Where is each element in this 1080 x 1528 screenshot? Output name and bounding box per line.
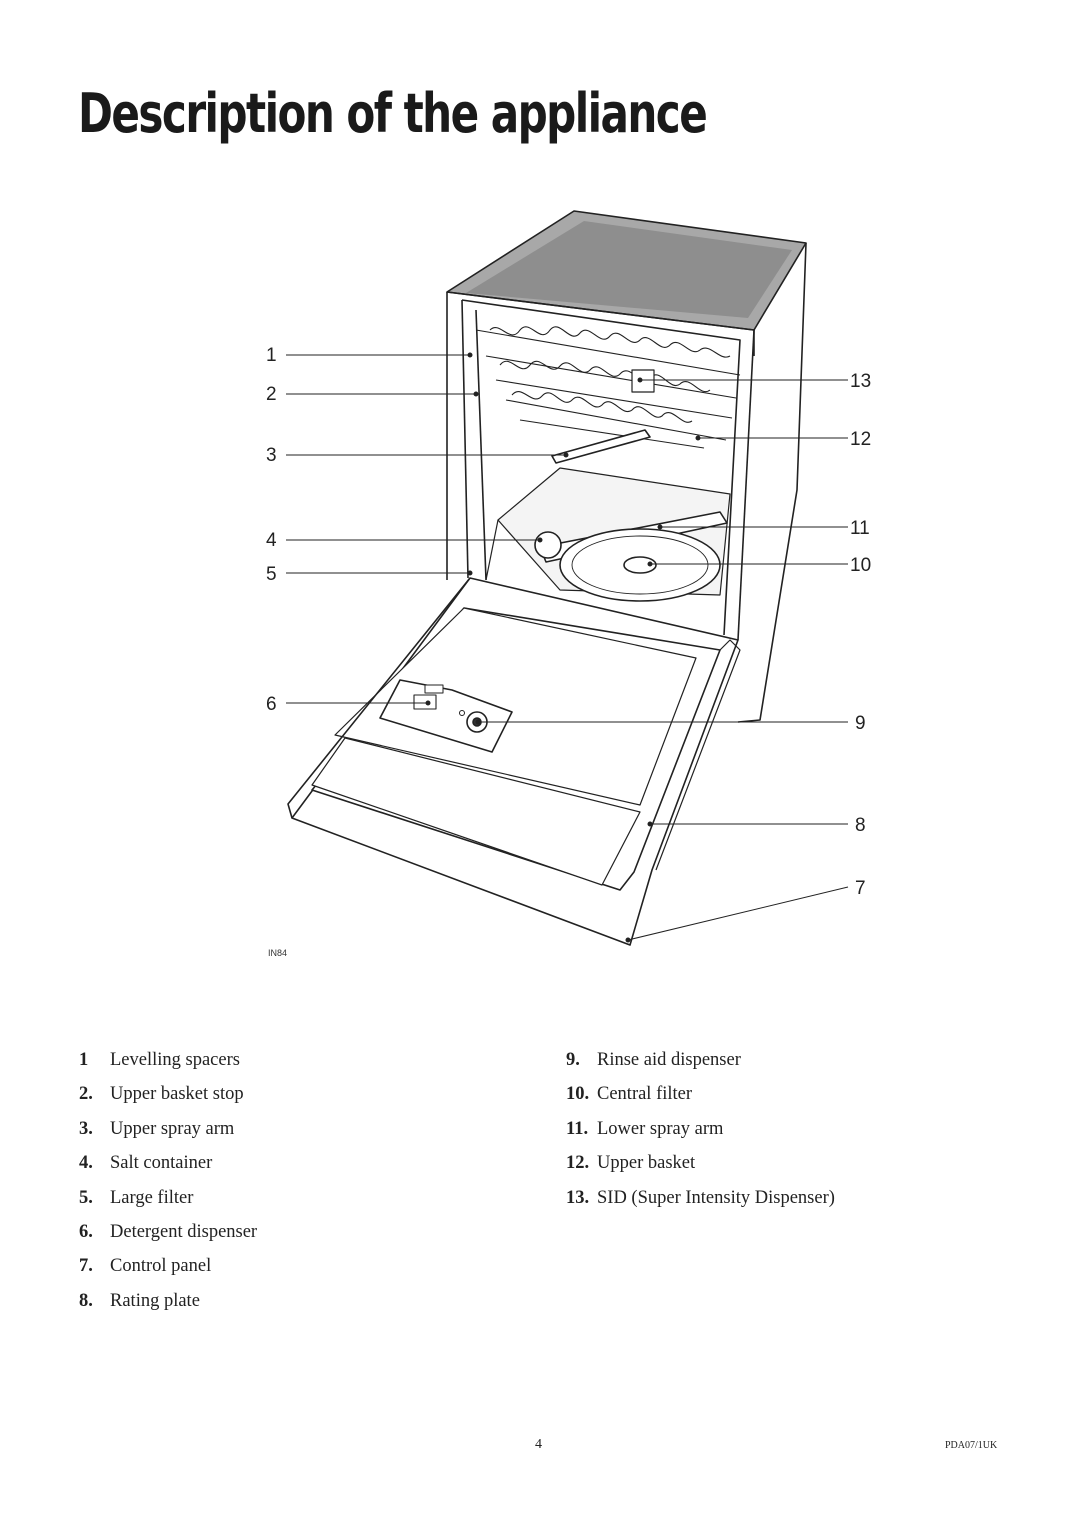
sid-dispenser	[631, 369, 655, 393]
legend-item: 12. Upper basket	[566, 1150, 835, 1184]
legend-number: 11.	[566, 1118, 589, 1139]
legend-number: 13.	[566, 1187, 590, 1208]
callout-11: 11	[850, 518, 870, 539]
legend-label: Central filter	[597, 1084, 693, 1105]
legend-number: 7.	[79, 1256, 93, 1277]
callout-7: 7	[855, 878, 866, 899]
worktop-inner	[466, 221, 792, 318]
legend-number: 12.	[566, 1153, 590, 1174]
callout-3: 3	[266, 445, 277, 466]
tub-left-wall	[461, 299, 469, 579]
legend-number: 3.	[79, 1118, 93, 1139]
appliance-diagram: 1 2 3 4 5 6 7 8 9 10 11 12 13 IN84	[266, 210, 871, 958]
legend-item: 3. Upper spray arm	[79, 1116, 257, 1150]
legend-item: 2. Upper basket stop	[79, 1081, 257, 1115]
legend-label: Levelling spacers	[110, 1050, 240, 1070]
legend-number: 9.	[566, 1050, 580, 1070]
door-lower-panel	[311, 737, 641, 886]
legend-item: 13. SID (Super Intensity Dispenser)	[566, 1185, 835, 1219]
page-title: Description of the appliance	[78, 82, 708, 145]
tub-opening	[461, 299, 741, 636]
page-number: 4	[535, 1437, 542, 1452]
legend-left: 1 Levelling spacers 2. Upper basket stop 3…	[79, 1047, 257, 1322]
callout-12: 12	[850, 429, 871, 450]
cabinet-right-side	[737, 242, 807, 723]
legend-label: Rating plate	[110, 1290, 200, 1311]
cabinet-front-right	[737, 329, 755, 641]
legend-item: 5. Large filter	[79, 1185, 257, 1219]
callout-8: 8	[855, 815, 866, 836]
legend-number: 6.	[79, 1221, 93, 1242]
callout-6: 6	[266, 694, 277, 715]
legend-item: 8. Rating plate	[79, 1288, 257, 1322]
legend-number: 8.	[79, 1290, 93, 1311]
legend-number: 1	[79, 1050, 89, 1070]
callout-10: 10	[850, 555, 871, 576]
document-code: PDA07/1UK	[945, 1440, 998, 1451]
legend-label: Control panel	[110, 1256, 212, 1277]
callout-1: 1	[266, 345, 277, 366]
legend-number: 5.	[79, 1187, 93, 1208]
legend-item: 6. Detergent dispenser	[79, 1219, 257, 1253]
legend-label: Upper spray arm	[110, 1118, 235, 1139]
callout-9: 9	[855, 713, 866, 734]
callout-4: 4	[266, 530, 277, 551]
legend-label: Rinse aid dispenser	[597, 1050, 741, 1070]
legend-number: 2.	[79, 1084, 93, 1105]
legend-label: Upper basket stop	[110, 1084, 244, 1105]
legend-label: Large filter	[110, 1187, 194, 1208]
figure-code: IN84	[268, 948, 287, 958]
legend-label: SID (Super Intensity Dispenser)	[597, 1187, 835, 1208]
basket-rail-top	[475, 329, 741, 376]
callout-13: 13	[850, 371, 871, 392]
legend-number: 4.	[79, 1153, 93, 1174]
legend-label: Upper basket	[597, 1153, 696, 1174]
legend-item: 4. Salt container	[79, 1150, 257, 1184]
legend-label: Lower spray arm	[597, 1118, 724, 1139]
legend-item: 7. Control panel	[79, 1253, 257, 1287]
callout-2: 2	[266, 384, 277, 405]
upper-spray-arm	[551, 429, 651, 464]
legend-item: 9. Rinse aid dispenser	[566, 1047, 835, 1081]
door-bottom-edge	[287, 577, 471, 819]
legend-item: 1 Levelling spacers	[79, 1047, 257, 1081]
legend-right: 9.Rinse aid dispenser 10.Central filter …	[566, 1047, 835, 1219]
legend-number: 10.	[566, 1084, 590, 1105]
legend-item: 11. Lower spray arm	[566, 1116, 835, 1150]
tub-inner-left	[475, 309, 487, 581]
legend-label: Detergent dispenser	[110, 1221, 258, 1242]
legend-label: Salt container	[110, 1153, 213, 1174]
central-filter	[623, 556, 657, 574]
callout-5: 5	[266, 564, 277, 585]
legend-item: 10. Central filter	[566, 1081, 835, 1115]
